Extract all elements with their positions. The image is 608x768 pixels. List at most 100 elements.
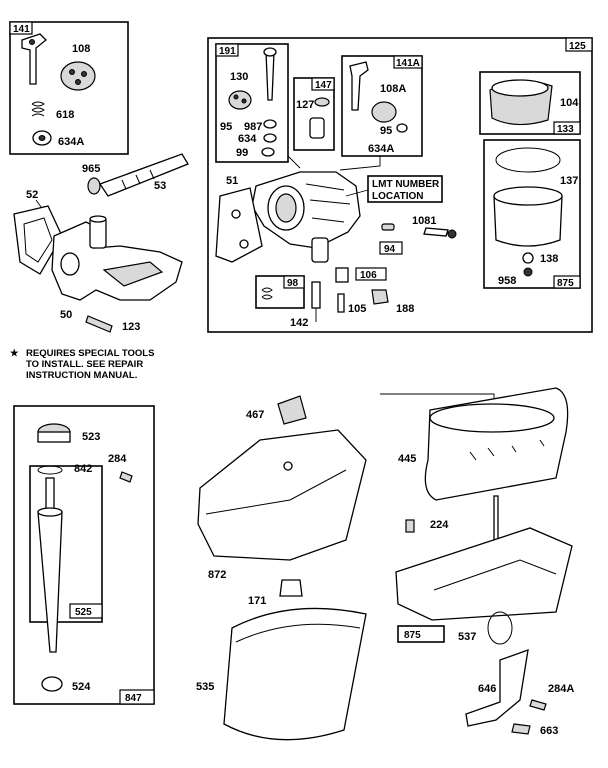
kit-133-frame xyxy=(479,71,581,135)
box-133-label: 133 xyxy=(557,124,574,135)
carburetor-kit-group: 125 191 130 95 987 634 99 147 127 141A 1… xyxy=(207,37,593,333)
box-191-label: 191 xyxy=(219,46,236,57)
lmt-callout-line-1: LMT NUMBER xyxy=(372,179,440,190)
label-987: 987 xyxy=(244,121,262,133)
precleaner-part xyxy=(493,195,563,247)
intake-manifold-group: 52 50 123 xyxy=(13,189,183,333)
label-524: 524 xyxy=(72,681,91,693)
nut-965-part xyxy=(87,177,101,195)
lever-bracket-part xyxy=(21,33,47,85)
note-line-2: TO INSTALL. SEE REPAIR xyxy=(26,359,143,370)
label-634A-topleft: 634A xyxy=(58,136,84,148)
label-523: 523 xyxy=(82,431,100,443)
label-646: 646 xyxy=(478,683,496,695)
label-171: 171 xyxy=(248,595,266,607)
kit-847-frame xyxy=(13,405,155,705)
label-108A: 108A xyxy=(380,83,406,95)
special-tools-note: ★ REQUIRES SPECIAL TOOLS TO INSTALL. SEE… xyxy=(10,348,154,381)
label-634: 634 xyxy=(238,133,257,145)
gasket-51-part xyxy=(215,187,263,263)
note-line-3: INSTRUCTION MANUAL. xyxy=(26,370,137,381)
kit-875-upper-frame xyxy=(483,139,581,289)
diaphragm-108-part xyxy=(60,61,96,91)
label-537: 537 xyxy=(458,631,476,643)
box-141-label: 141 xyxy=(13,24,30,35)
label-535: 535 xyxy=(196,681,214,693)
label-137: 137 xyxy=(560,175,578,187)
label-108: 108 xyxy=(72,43,90,55)
box-98-label: 98 xyxy=(287,278,299,289)
box-141-tag xyxy=(9,21,33,35)
label-958: 958 xyxy=(498,275,516,287)
bracket-646-part xyxy=(465,649,529,727)
air-cleaner-cover-group: 467 872 171 535 xyxy=(196,395,367,741)
label-284A: 284A xyxy=(548,683,574,695)
screw-224-part xyxy=(405,519,415,533)
dipstick-tube-part xyxy=(37,511,63,653)
box-147-label: 147 xyxy=(315,80,332,91)
label-872: 872 xyxy=(208,569,226,581)
box-525-label: 525 xyxy=(75,607,92,618)
label-50: 50 xyxy=(60,309,72,321)
o-ring-137-part xyxy=(495,147,561,173)
label-467: 467 xyxy=(246,409,264,421)
label-138: 138 xyxy=(540,253,558,265)
box-141A-label: 141A xyxy=(396,58,420,69)
label-224: 224 xyxy=(430,519,449,531)
kit-125-frame xyxy=(207,37,593,333)
label-53: 53 xyxy=(154,180,166,192)
note-star: ★ xyxy=(10,348,19,359)
label-965: 965 xyxy=(82,163,100,175)
diaphragm-130-part xyxy=(228,90,252,110)
note-line-1: REQUIRES SPECIAL TOOLS xyxy=(26,348,154,359)
label-142: 142 xyxy=(290,317,308,329)
box-106-label: 106 xyxy=(360,270,377,281)
kit-525-frame xyxy=(29,465,103,623)
label-95-right: 95 xyxy=(380,125,392,137)
box-94-label: 94 xyxy=(384,244,396,255)
kit-141-frame xyxy=(9,21,129,155)
box-875-upper-label: 875 xyxy=(557,278,574,289)
label-284: 284 xyxy=(108,453,127,465)
label-634A-mid: 634A xyxy=(368,143,394,155)
kit-191-frame xyxy=(215,43,289,163)
label-105: 105 xyxy=(348,303,366,315)
label-99: 99 xyxy=(236,147,248,159)
box-125-label: 125 xyxy=(569,41,586,52)
knob-467-part xyxy=(277,395,307,425)
tube-53-part xyxy=(99,153,189,197)
label-188: 188 xyxy=(396,303,414,315)
label-618: 618 xyxy=(56,109,74,121)
label-95-left: 95 xyxy=(220,121,232,133)
gasket-537-part xyxy=(487,611,513,645)
label-52: 52 xyxy=(26,189,38,201)
lmt-number-callout xyxy=(367,175,443,203)
label-104: 104 xyxy=(560,97,579,109)
base-plate-part xyxy=(395,527,573,621)
spring-618-part xyxy=(31,101,45,117)
air-cleaner-base-group: 445 224 875 537 646 284A 663 xyxy=(380,387,574,737)
label-130: 130 xyxy=(230,71,248,83)
screw-123-part xyxy=(85,315,113,333)
nut-171-part xyxy=(279,579,303,597)
kit-98-frame xyxy=(255,275,305,309)
kit-141A-frame xyxy=(341,55,423,157)
lmt-callout-line-2: LOCATION xyxy=(372,191,423,202)
label-1081: 1081 xyxy=(412,215,436,227)
box-875-lower-label: 875 xyxy=(404,630,421,641)
box-847-label: 847 xyxy=(125,693,142,704)
label-842: 842 xyxy=(74,463,92,475)
label-123: 123 xyxy=(122,321,140,333)
dipstick-group: 847 525 523 842 284 524 xyxy=(13,405,155,705)
gasket-kit-group: 141 108 618 634A xyxy=(9,21,129,155)
needle-valve-part xyxy=(265,51,275,101)
label-127: 127 xyxy=(296,99,314,111)
intake-tube-group: 965 53 xyxy=(82,153,189,197)
bracket-hole xyxy=(29,39,35,45)
filter-535-part xyxy=(223,607,367,741)
label-663: 663 xyxy=(540,725,558,737)
kit-875-lower-frame xyxy=(397,625,445,643)
label-51: 51 xyxy=(226,175,238,187)
cover-872-part xyxy=(197,429,367,561)
